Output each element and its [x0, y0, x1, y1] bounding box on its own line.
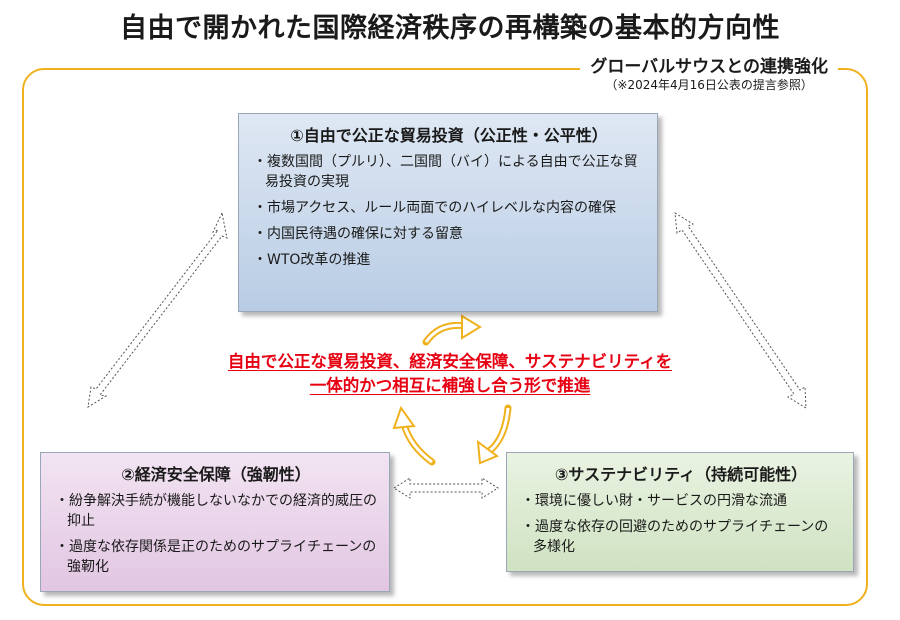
subtitle-main: グローバルサウスとの連携強化 [590, 57, 828, 77]
double-arrow-bottom [393, 477, 499, 499]
box-sustainability: ③サステナビリティ（持続可能性） 環境に優しい財・サービスの円滑な流通 過度な依… [506, 452, 854, 572]
double-arrow-left [87, 211, 228, 408]
sustainability-item: 過度な依存の回避のためのサプライチェーンの多様化 [521, 517, 841, 557]
subtitle-note: （※2024年4月16日公表の提言参照） [605, 78, 813, 92]
trade-item: 内国民待遇の確保に対する留意 [253, 224, 645, 244]
page-title: 自由で開かれた国際経済秩序の再構築の基本的方向性 [120, 13, 780, 44]
box-free-fair-trade: ①自由で公正な貿易投資（公正性・公平性） 複数国間（プルリ）、二国間（バイ）によ… [238, 113, 658, 312]
subtitle-block: グローバルサウスとの連携強化 （※2024年4月16日公表の提言参照） [580, 56, 838, 93]
box-security-heading: ②経済安全保障（強靭性） [121, 465, 311, 484]
box-sustainability-heading: ③サステナビリティ（持続可能性） [554, 465, 808, 484]
central-message-line2: 一体的かつ相互に補強し合う形で推進 [309, 376, 591, 395]
trade-item: 市場アクセス、ルール両面でのハイレベルな内容の確保 [253, 198, 645, 218]
central-message-line1: 自由で公正な貿易投資、経済安全保障、サステナビリティを [227, 352, 673, 371]
outer-frame [22, 68, 868, 606]
double-arrow-right [674, 212, 807, 409]
box-trade-heading: ①自由で公正な貿易投資（公正性・公平性） [290, 126, 608, 145]
cycle-arrow-left [400, 420, 436, 466]
security-item: 紛争解決手続が機能しないなかでの経済的威圧の抑止 [55, 491, 377, 531]
security-item: 過度な依存関係是正のためのサプライチェーンの強靭化 [55, 537, 377, 577]
central-message: 自由で公正な貿易投資、経済安全保障、サステナビリティを 一体的かつ相互に補強し合… [160, 350, 740, 398]
trade-item: 複数国間（プルリ）、二国間（バイ）による自由で公正な貿易投資の実現 [253, 152, 645, 192]
sustainability-item: 環境に優しい財・サービスの円滑な流通 [521, 491, 841, 511]
trade-item: WTO改革の推進 [253, 250, 645, 270]
box-economic-security: ②経済安全保障（強靭性） 紛争解決手続が機能しないなかでの経済的威圧の抑止 過度… [40, 452, 390, 592]
